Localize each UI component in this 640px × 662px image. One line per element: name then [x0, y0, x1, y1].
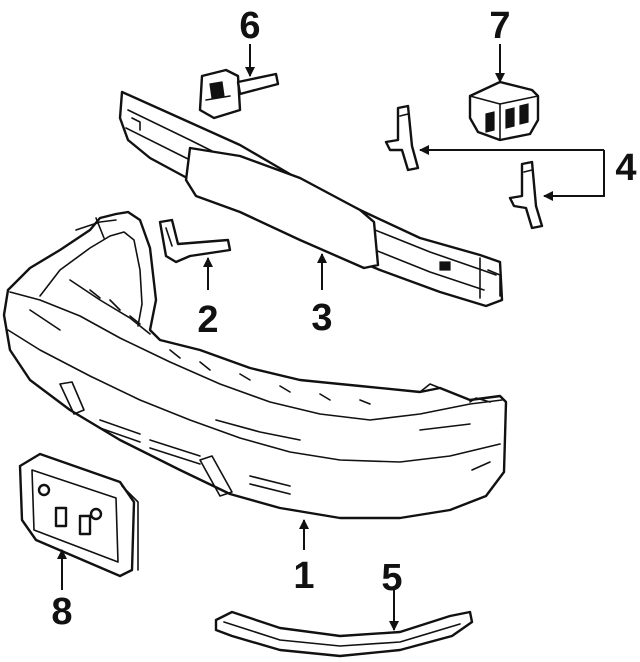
callout-5: 5 — [381, 557, 402, 599]
callout-6: 6 — [239, 5, 260, 47]
callout-labels: 1 2 3 4 5 6 7 8 — [51, 5, 636, 633]
callout-1: 1 — [293, 555, 314, 597]
bumper-cover-part — [2, 210, 508, 520]
callout-2: 2 — [197, 299, 218, 341]
upper-bracket-part — [198, 68, 280, 120]
mounting-brackets-part — [384, 104, 544, 230]
impact-bar-part — [118, 90, 504, 308]
side-bracket-part — [158, 218, 232, 264]
leader-4b — [543, 150, 605, 201]
callout-7: 7 — [489, 5, 510, 47]
callout-4: 4 — [615, 147, 636, 189]
callout-3: 3 — [311, 297, 332, 339]
leader-lines — [57, 44, 605, 631]
callout-8: 8 — [51, 591, 72, 633]
trim-strip-part — [214, 610, 474, 658]
license-bracket-part — [18, 452, 139, 578]
energy-absorber-part — [468, 80, 540, 142]
